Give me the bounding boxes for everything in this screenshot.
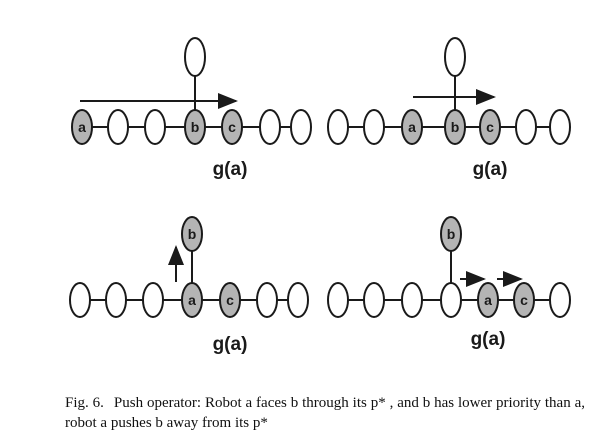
svg-text:c: c: [486, 119, 494, 135]
svg-text:b: b: [191, 119, 200, 135]
graph-node: c: [221, 109, 243, 145]
graph-node: a: [401, 109, 423, 145]
svg-text:c: c: [520, 292, 528, 308]
goal-label: g(a): [213, 334, 248, 355]
graph-node: [287, 282, 309, 318]
graph-node: [549, 109, 571, 145]
graph-node: b: [184, 109, 206, 145]
graph-node: a: [181, 282, 203, 318]
svg-text:b: b: [451, 119, 460, 135]
graph-node: b: [181, 216, 203, 252]
graph-node: c: [219, 282, 241, 318]
svg-text:c: c: [228, 119, 236, 135]
caption-text: Push operator: Robot a faces b through i…: [65, 395, 585, 431]
graph-node: b: [440, 216, 462, 252]
graph-node: b: [444, 109, 466, 145]
branch-node: [181, 216, 203, 252]
panel-top-right: a b c g(a): [327, 37, 571, 180]
graph-node: [401, 282, 423, 318]
node-chain-bottom-left: a c: [69, 282, 309, 318]
graph-node: [107, 109, 129, 145]
svg-text:a: a: [484, 292, 492, 308]
figure-number: Fig. 6.: [65, 395, 104, 411]
graph-node: c: [513, 282, 535, 318]
graph-node: a: [477, 282, 499, 318]
graph-node: [327, 109, 349, 145]
graph-node: [549, 282, 571, 318]
graph-node: [259, 109, 281, 145]
panel-bottom-left: b a c g(a): [69, 216, 309, 355]
graph-node: [327, 282, 349, 318]
figure-caption: Fig. 6.Push operator: Robot a faces b th…: [65, 393, 585, 433]
graph-node: [515, 109, 537, 145]
graph-node: a: [71, 109, 93, 145]
svg-text:a: a: [408, 119, 416, 135]
svg-text:a: a: [188, 292, 196, 308]
graph-node: [363, 282, 385, 318]
graph-node: [290, 109, 312, 145]
node-chain-top-right: a b c: [327, 109, 571, 145]
node-chain-top-left: a b c: [71, 109, 312, 145]
node-chain-bottom-right: a c: [327, 282, 571, 318]
graph-node: [142, 282, 164, 318]
goal-label: g(a): [473, 159, 508, 180]
goal-label: g(a): [471, 329, 506, 350]
graph-node: c: [479, 109, 501, 145]
branch-node: [444, 37, 466, 77]
svg-text:c: c: [226, 292, 234, 308]
goal-label: g(a): [213, 159, 248, 180]
svg-text:b: b: [188, 226, 197, 242]
branch-node: [184, 37, 206, 77]
graph-node: [256, 282, 278, 318]
svg-text:b: b: [447, 226, 456, 242]
svg-text:a: a: [78, 119, 86, 135]
graph-node: [69, 282, 91, 318]
panel-bottom-right: b a c g(a): [327, 216, 571, 350]
graph-node: [440, 282, 462, 318]
graph-node: [363, 109, 385, 145]
graph-node: [105, 282, 127, 318]
panel-top-left: a b c g(a): [71, 37, 312, 180]
branch-node: [440, 216, 462, 252]
graph-node: [144, 109, 166, 145]
